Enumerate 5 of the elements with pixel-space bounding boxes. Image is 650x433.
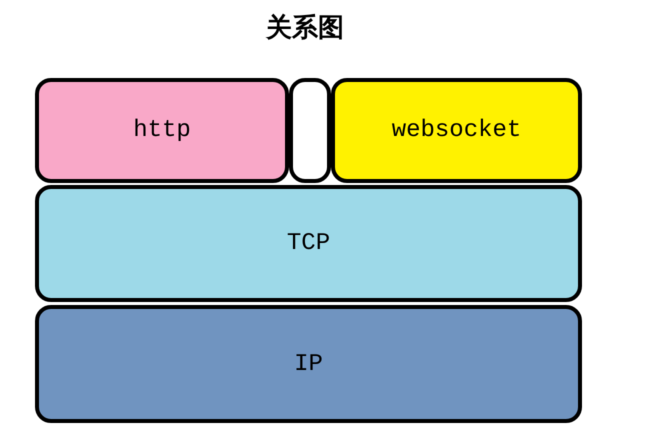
protocol-layer-box: websocket [331, 78, 582, 183]
protocol-layer-box: IP [35, 305, 582, 423]
protocol-layer-box: TCP [35, 185, 582, 302]
diagram-title: 关系图 [264, 12, 345, 44]
protocol-layer-box: http [35, 78, 289, 183]
